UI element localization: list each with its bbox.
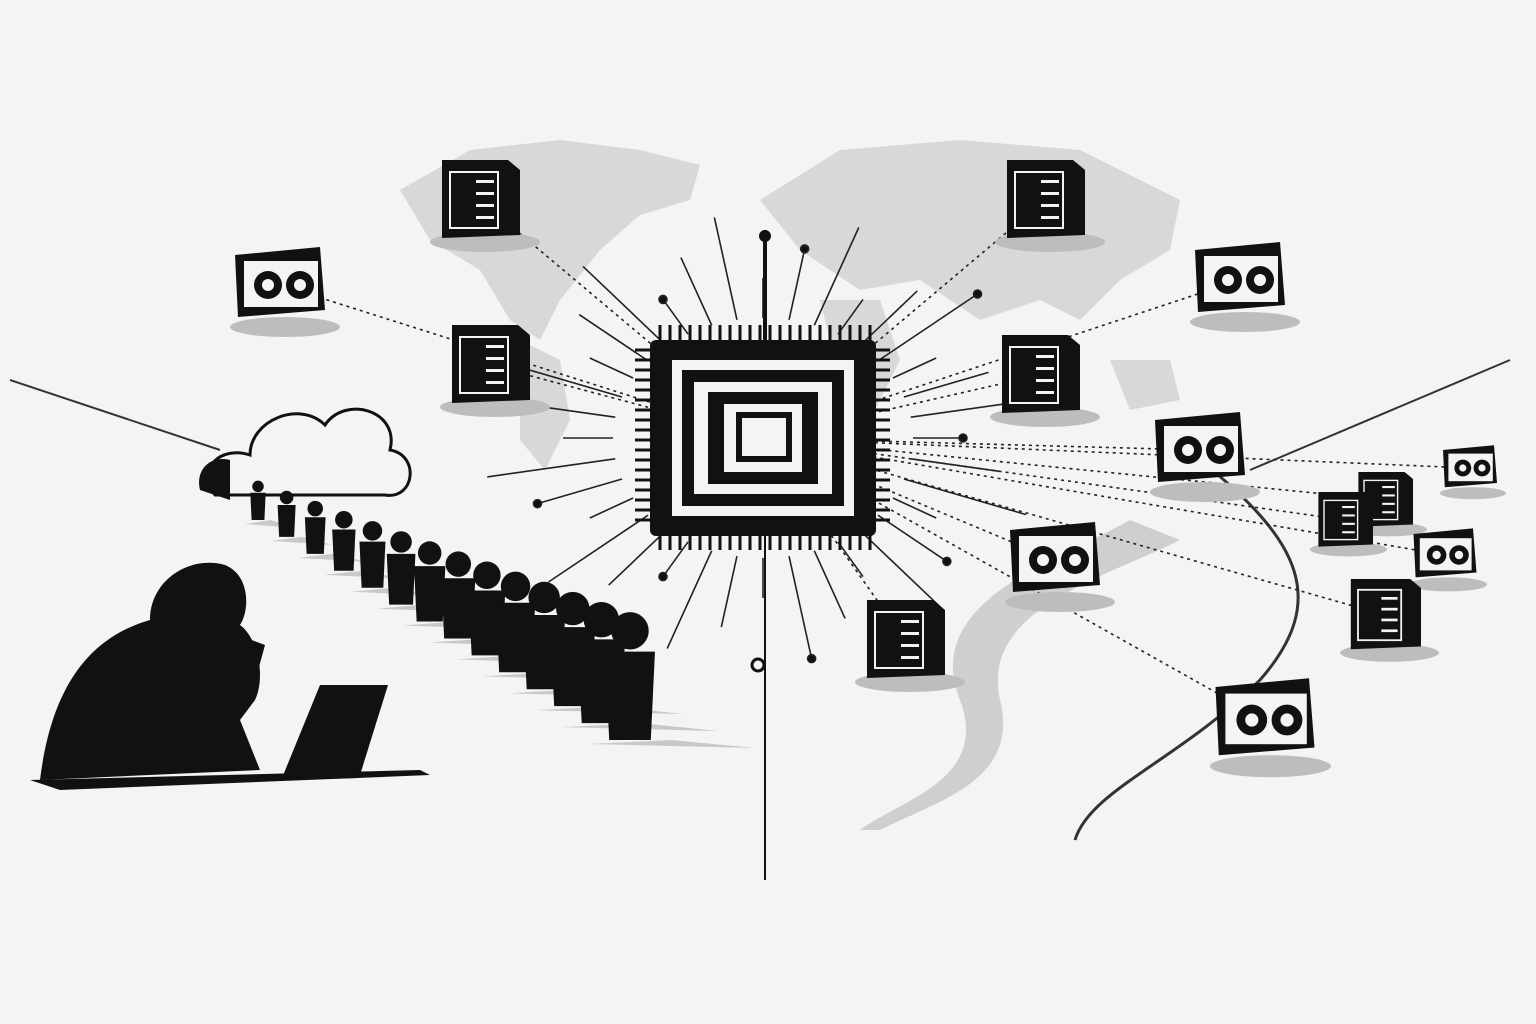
circuit-trace xyxy=(813,227,860,326)
circuit-trace xyxy=(788,556,813,659)
circuit-trace xyxy=(892,357,937,379)
trace-node xyxy=(658,571,668,582)
circuit-trace xyxy=(720,556,738,628)
circuit-trace xyxy=(813,550,846,619)
network-link xyxy=(762,437,1471,469)
circuit-trace xyxy=(910,458,1000,473)
gpu-card-icon xyxy=(1190,242,1300,332)
circuit-trace xyxy=(877,293,978,362)
trace-node xyxy=(806,653,817,664)
circuit-trace xyxy=(537,478,623,505)
circuit-trace xyxy=(578,313,649,362)
server-icon xyxy=(440,325,550,417)
circuit-trace xyxy=(837,298,864,335)
circuit-trace xyxy=(837,541,864,578)
circuit-trace xyxy=(713,217,738,320)
gpu-card-icon xyxy=(1150,412,1260,502)
cloud-icon xyxy=(199,407,412,500)
gpu-card-icon xyxy=(1440,445,1506,500)
circuit-trace xyxy=(903,371,989,398)
server-icon xyxy=(1340,579,1439,662)
trace-node xyxy=(799,244,810,254)
gpu-card-icon xyxy=(1410,528,1487,592)
person-in-queue xyxy=(271,490,332,545)
person-in-queue xyxy=(588,612,755,748)
trace-node xyxy=(532,498,543,509)
people-queue xyxy=(245,480,755,748)
circuit-trace xyxy=(666,550,713,649)
gpu-card-icon xyxy=(1005,522,1115,612)
server-icon xyxy=(1310,492,1387,557)
circuit-trace xyxy=(680,257,713,326)
circuit-trace xyxy=(877,514,948,563)
circuit-trace xyxy=(662,298,689,335)
circuit-trace xyxy=(589,357,634,379)
network-link xyxy=(489,364,764,439)
gpu-card-icon xyxy=(1210,678,1331,778)
circuit-trace xyxy=(589,497,634,519)
server-icon xyxy=(990,335,1100,427)
circuit-trace xyxy=(548,514,649,583)
cpu-chip-icon xyxy=(635,230,890,880)
circuit-trace xyxy=(582,265,668,347)
person-in-queue xyxy=(245,480,297,528)
network-link xyxy=(762,437,1386,501)
device-cluster xyxy=(230,160,1506,778)
circuit-trace xyxy=(892,497,937,519)
gpu-card-icon xyxy=(230,247,340,337)
circuit-trace xyxy=(788,248,806,320)
network-link xyxy=(762,374,1041,439)
trace-node xyxy=(658,294,668,305)
circuit-trace xyxy=(903,478,1027,516)
trace-node xyxy=(958,433,968,443)
server-icon xyxy=(995,160,1105,252)
trace-node xyxy=(972,289,983,299)
circuit-trace xyxy=(858,529,944,611)
circuit-trace xyxy=(487,458,616,478)
trace-node xyxy=(942,556,952,567)
network-link xyxy=(762,199,1046,439)
circuit-trace xyxy=(662,541,689,578)
server-icon xyxy=(855,600,965,692)
circuit-trace xyxy=(608,529,668,586)
laptop-icon xyxy=(250,685,388,781)
server-icon xyxy=(430,160,540,252)
